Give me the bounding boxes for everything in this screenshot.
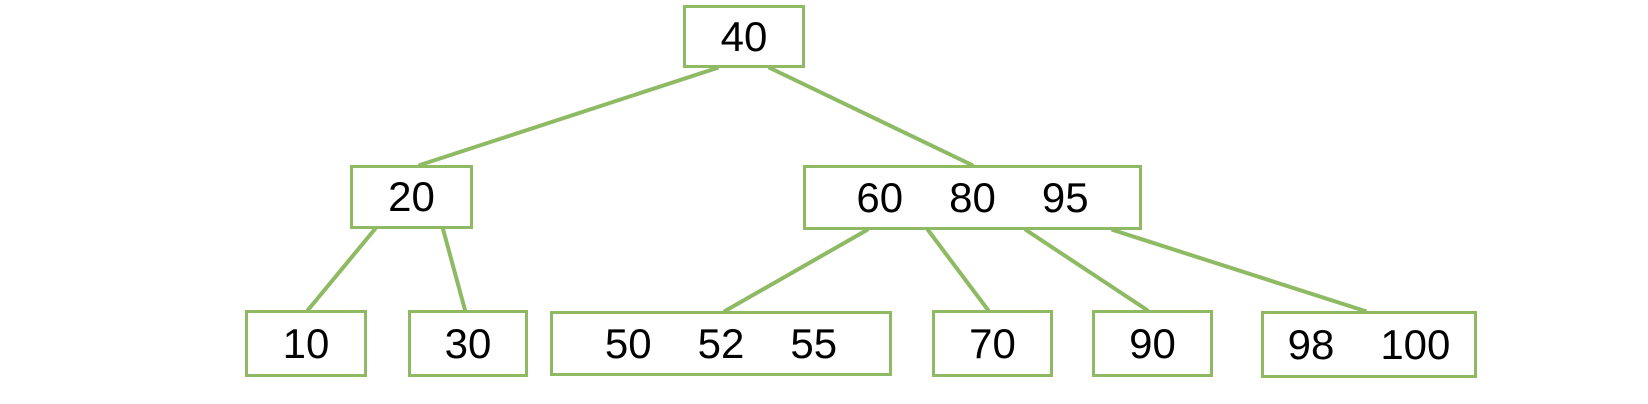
tree-key: 80: [949, 173, 996, 221]
tree-edge: [441, 227, 467, 312]
tree-edge: [306, 227, 377, 312]
tree-edge: [926, 228, 990, 312]
tree-edge: [1111, 228, 1367, 313]
tree-key: 55: [790, 319, 838, 367]
tree-node-90: 90: [1092, 310, 1213, 377]
tree-key: 70: [969, 319, 1016, 367]
tree-node-50-52-55: 50 52 55: [550, 311, 892, 376]
tree-edge: [1024, 228, 1149, 312]
tree-key: 50: [604, 319, 652, 367]
tree-edge: [418, 66, 719, 167]
tree-key: 90: [1129, 319, 1176, 367]
tree-key: 10: [282, 319, 330, 367]
tree-node-30: 30: [408, 310, 528, 377]
tree-key: 30: [444, 319, 492, 367]
tree-key: 52: [697, 319, 745, 367]
tree-key: 40: [720, 12, 768, 60]
tree-key: 20: [388, 173, 435, 220]
tree-edge: [768, 66, 974, 167]
tree-node-10: 10: [245, 310, 367, 377]
tree-node-40: 40: [683, 5, 805, 68]
tree-node-70: 70: [932, 310, 1053, 377]
tree-node-98-100: 98 100: [1261, 311, 1477, 378]
tree-key: 60: [856, 173, 904, 221]
tree-node-60-80-95: 60 80 95: [803, 165, 1142, 230]
tree-key: 100: [1380, 320, 1451, 368]
tree-node-20: 20: [350, 165, 473, 229]
tree-edge: [723, 228, 869, 313]
tree-key: 98: [1287, 320, 1335, 368]
tree-key: 95: [1041, 173, 1089, 221]
